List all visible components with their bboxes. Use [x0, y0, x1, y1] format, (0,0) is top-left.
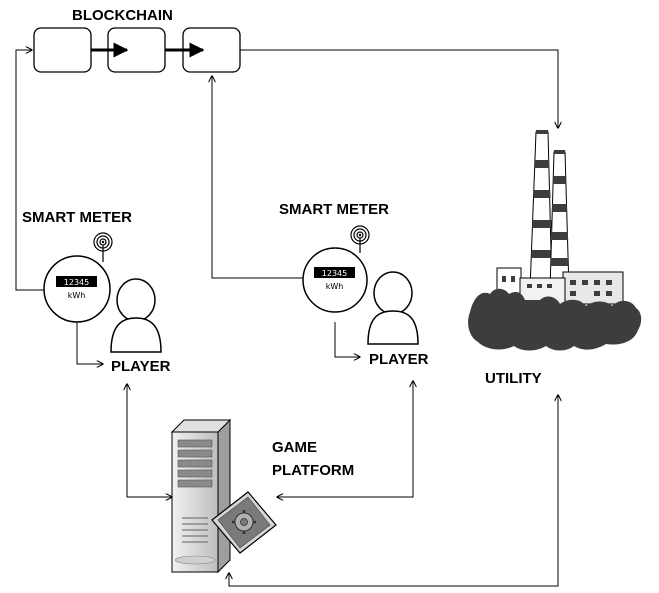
meter-display: [314, 267, 355, 278]
player-2-icon: [367, 271, 419, 345]
server-icon: [170, 418, 232, 574]
utility-platform-arrow: [229, 395, 558, 587]
meter-display: [56, 276, 97, 287]
blockchain-label: BLOCKCHAIN: [72, 7, 173, 24]
gear-app-icon: [211, 491, 277, 554]
smart-meter-1-label: SMART METER: [22, 209, 132, 226]
wireless-signal-icon: [350, 225, 370, 245]
meter-reading: 12345: [64, 278, 89, 287]
player-1-icon: [110, 278, 162, 353]
meter-unit: kWh: [326, 282, 344, 291]
meter2-to-blockchain-arrow: [212, 76, 305, 279]
meter-dial: [302, 247, 368, 313]
game-platform-label-line1: GAME: [272, 439, 317, 456]
meter2-to-player2-arrow: [334, 322, 360, 357]
player-2-label: PLAYER: [369, 351, 429, 368]
smart-meter-2-label: SMART METER: [279, 201, 389, 218]
wireless-signal-icon: [93, 232, 113, 252]
meter1-to-blockchain-arrow: [15, 50, 45, 291]
smart-meter-2: 12345 kWh: [302, 225, 370, 313]
meter-dial: [43, 255, 111, 323]
player1-platform-arrow: [127, 384, 172, 497]
blockchain-to-utility-arrow: [240, 49, 558, 128]
meter1-to-player1-arrow: [76, 321, 103, 364]
meter-reading: 12345: [322, 269, 347, 278]
game-platform-label-line2: PLATFORM: [272, 462, 354, 479]
smart-meter-1: 12345 kWh: [43, 232, 113, 323]
block-1: [33, 27, 92, 73]
power-plant-icon: [468, 130, 642, 351]
player-1-label: PLAYER: [111, 358, 171, 375]
meter-unit: kWh: [68, 291, 86, 300]
utility-label: UTILITY: [485, 370, 542, 387]
blockchain: [33, 27, 241, 73]
